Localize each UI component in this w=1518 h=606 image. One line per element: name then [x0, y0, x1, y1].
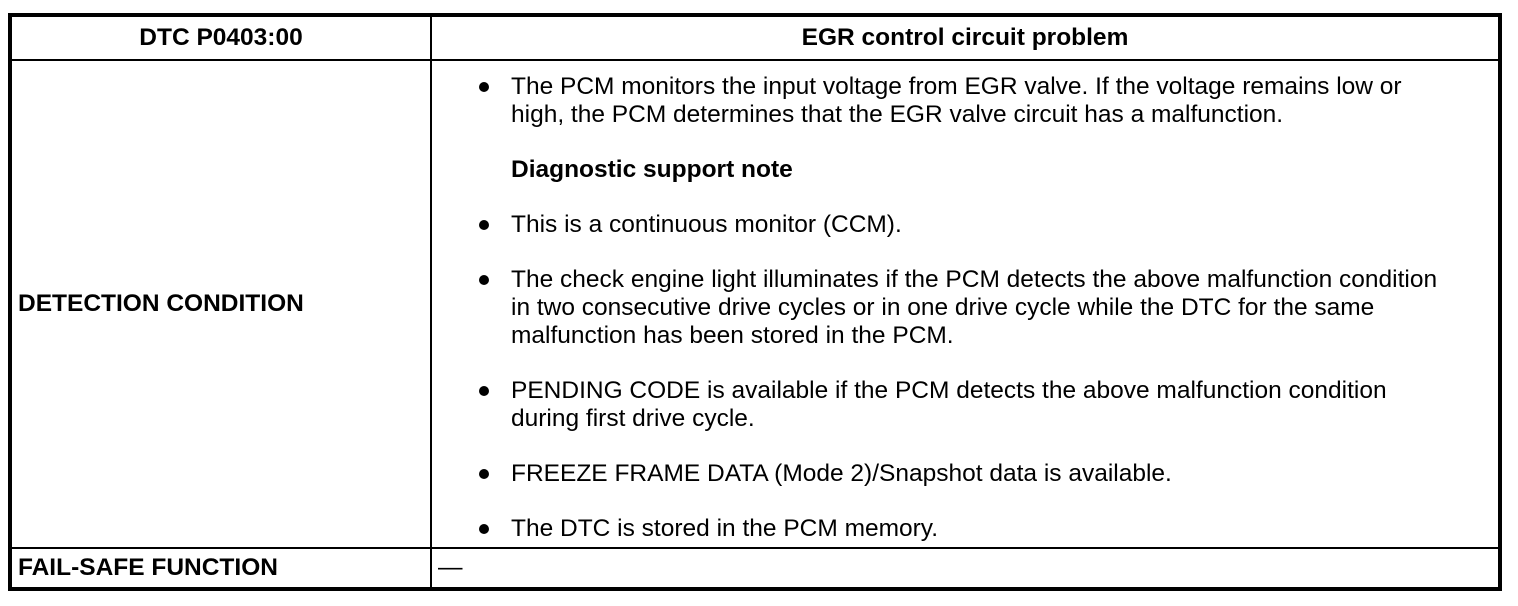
bullet-icon	[479, 275, 489, 285]
list-item-text: The check engine light illuminates if th…	[511, 266, 1438, 349]
bullet-icon	[479, 524, 489, 534]
list-item: The DTC is stored in the PCM memory.	[432, 515, 1480, 543]
list-item-text: FREEZE FRAME DATA (Mode 2)/Snapshot data…	[511, 460, 1172, 487]
detection-condition-content-cell: The PCM monitors the input voltage from …	[432, 61, 1498, 549]
fail-safe-label: FAIL-SAFE FUNCTION	[18, 554, 278, 581]
dtc-code-header-cell: DTC P0403:00	[12, 17, 432, 61]
dtc-code: DTC P0403:00	[139, 24, 303, 51]
dtc-table: DTC P0403:00 EGR control circuit problem…	[8, 13, 1502, 591]
list-item: This is a continuous monitor (CCM).	[432, 211, 1480, 239]
detection-condition-label: DETECTION CONDITION	[18, 290, 304, 317]
list-item-text: The DTC is stored in the PCM memory.	[511, 515, 939, 542]
fail-safe-value-cell: —	[432, 549, 1498, 587]
bullet-icon	[479, 386, 489, 396]
bullet-icon	[479, 82, 489, 92]
diagnostic-support-note-heading: Diagnostic support note	[511, 156, 793, 183]
fail-safe-label-cell: FAIL-SAFE FUNCTION	[12, 549, 432, 587]
list-item-text: This is a continuous monitor (CCM).	[511, 211, 902, 238]
dtc-title: EGR control circuit problem	[801, 24, 1129, 51]
dtc-title-header-cell: EGR control circuit problem	[432, 17, 1498, 61]
list-item: The PCM monitors the input voltage from …	[432, 73, 1480, 129]
fail-safe-value: —	[438, 554, 463, 581]
list-item-text: The PCM monitors the input voltage from …	[511, 73, 1402, 128]
list-item: FREEZE FRAME DATA (Mode 2)/Snapshot data…	[432, 460, 1480, 488]
bullet-icon	[479, 220, 489, 230]
bullet-icon	[479, 469, 489, 479]
list-item: PENDING CODE is available if the PCM det…	[432, 377, 1480, 433]
list-item-text: PENDING CODE is available if the PCM det…	[511, 377, 1387, 432]
list-item: The check engine light illuminates if th…	[432, 266, 1480, 350]
detection-condition-label-cell: DETECTION CONDITION	[12, 61, 432, 549]
